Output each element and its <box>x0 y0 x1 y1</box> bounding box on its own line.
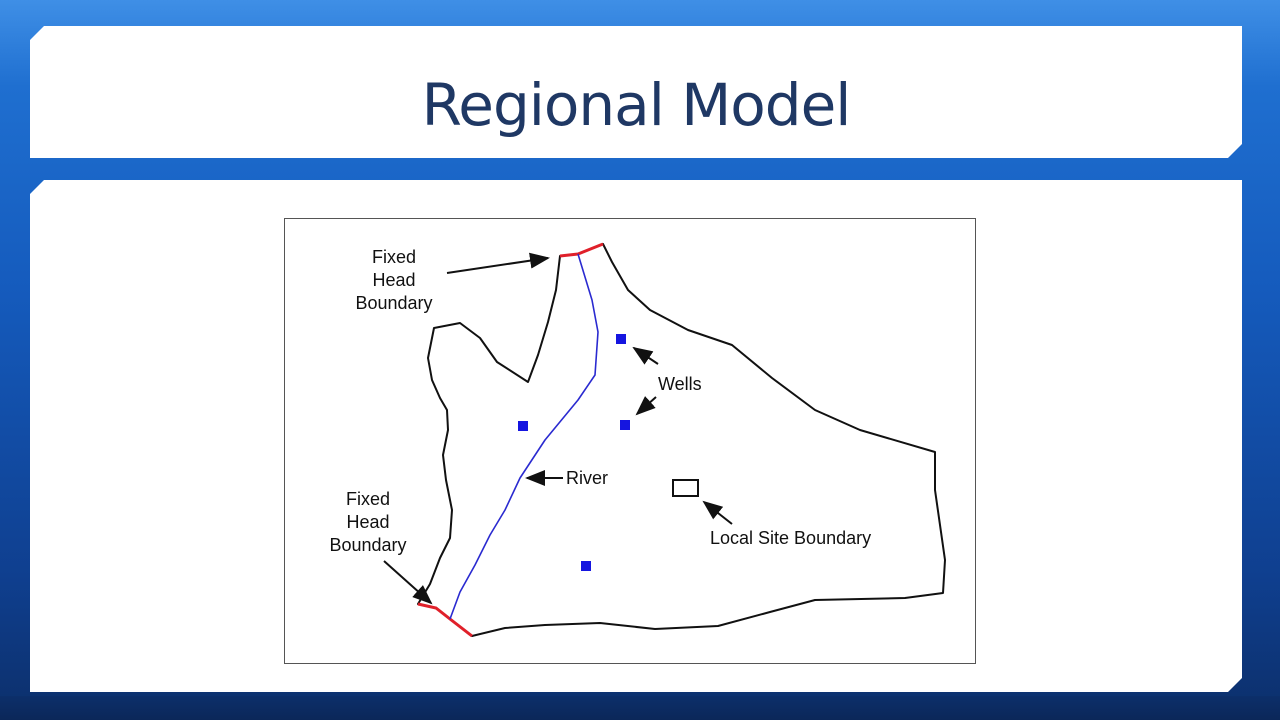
slide-title: Regional Model <box>421 71 851 139</box>
background-bottom-band <box>0 696 1280 720</box>
arrow-fixed-head-bottom <box>383 560 433 605</box>
label-line: Fixed <box>371 247 416 267</box>
label-wells: Wells <box>658 374 702 394</box>
label-line: Fixed <box>345 489 390 509</box>
label-fixed-head-bottom: Fixed Head Boundary <box>320 488 416 557</box>
label-river: River <box>566 468 609 488</box>
fixed-head-boundary-bottom <box>417 602 473 638</box>
arrow-local-site <box>702 500 733 525</box>
river-line <box>449 253 599 620</box>
well-marker <box>581 561 591 571</box>
label-line: Head <box>346 512 390 532</box>
label-line: Head <box>372 270 416 290</box>
label-line: Boundary <box>355 293 433 313</box>
label-local-site-boundary: Local Site Boundary <box>710 528 872 548</box>
well-marker <box>616 334 626 344</box>
well-marker <box>620 420 630 430</box>
arrow-well-upper <box>632 346 659 365</box>
arrow-well-lower <box>635 396 657 416</box>
label-line: Boundary <box>329 535 407 555</box>
model-domain-outline <box>417 243 946 637</box>
fixed-head-boundary-top <box>559 242 604 258</box>
local-site-boundary-box <box>672 479 699 497</box>
title-panel: Regional Model <box>30 26 1242 158</box>
well-marker <box>518 421 528 431</box>
arrow-fixed-head-top <box>446 252 550 274</box>
label-fixed-head-top: Fixed Head Boundary <box>346 246 442 315</box>
